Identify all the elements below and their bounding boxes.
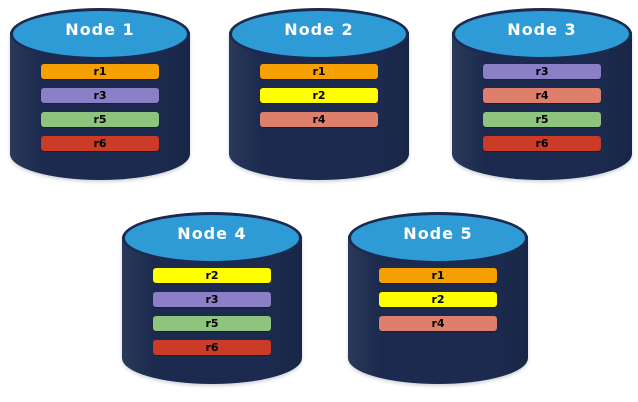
replica-bar[interactable]: r1 [41,64,159,79]
node-title: Node 4 [177,224,247,243]
replica-bar[interactable]: r6 [153,340,271,355]
replica-list: r3 r4 r5 r6 [483,64,601,151]
node-cylinder-lid [229,8,409,60]
replica-bar[interactable]: r3 [41,88,159,103]
database-node[interactable]: Node 5 r1 r2 r4 [348,212,528,387]
node-cylinder-lid [348,212,528,264]
node-title: Node 1 [65,20,135,39]
replica-list: r2 r3 r5 r6 [153,268,271,355]
replica-bar[interactable]: r3 [153,292,271,307]
replica-bar[interactable]: r5 [153,316,271,331]
database-node[interactable]: Node 2 r1 r2 r4 [229,8,409,183]
node-cylinder-lid [122,212,302,264]
replica-bar[interactable]: r5 [41,112,159,127]
replica-bar[interactable]: r3 [483,64,601,79]
replica-bar[interactable]: r6 [483,136,601,151]
node-cylinder-body [229,32,409,180]
database-node[interactable]: Node 3 r3 r4 r5 r6 [452,8,632,183]
database-node[interactable]: Node 1 r1 r3 r5 r6 [10,8,190,183]
replica-bar[interactable]: r2 [260,88,378,103]
replica-bar[interactable]: r4 [260,112,378,127]
replica-list: r1 r2 r4 [379,268,497,331]
replica-bar[interactable]: r1 [260,64,378,79]
replica-bar[interactable]: r2 [153,268,271,283]
replica-bar[interactable]: r5 [483,112,601,127]
replica-bar[interactable]: r1 [379,268,497,283]
replica-bar[interactable]: r2 [379,292,497,307]
node-title: Node 5 [403,224,473,243]
node-title: Node 3 [507,20,577,39]
replica-bar[interactable]: r6 [41,136,159,151]
database-node[interactable]: Node 4 r2 r3 r5 r6 [122,212,302,387]
replica-list: r1 r2 r4 [260,64,378,127]
replica-list: r1 r3 r5 r6 [41,64,159,151]
node-cylinder-lid [452,8,632,60]
replica-bar[interactable]: r4 [379,316,497,331]
node-title: Node 2 [284,20,354,39]
node-cylinder-lid [10,8,190,60]
replica-bar[interactable]: r4 [483,88,601,103]
